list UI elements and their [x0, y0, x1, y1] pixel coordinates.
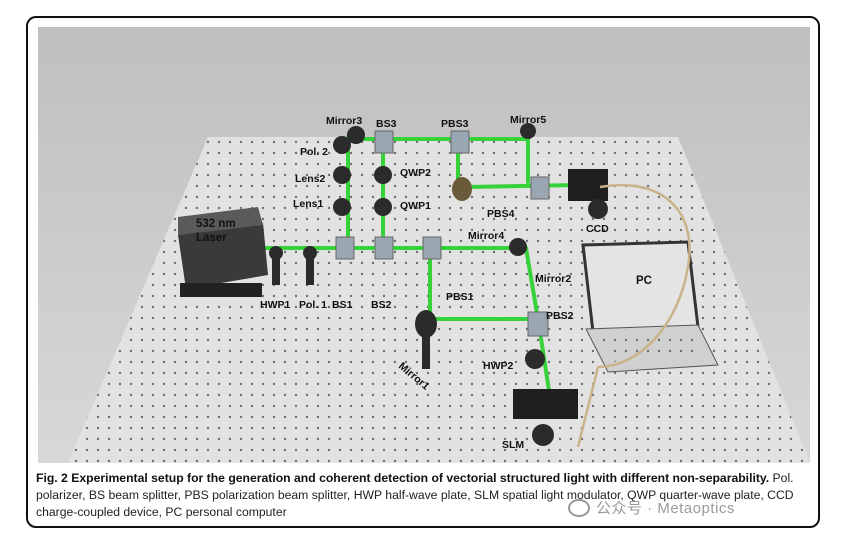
cable — [576, 183, 691, 448]
pc — [581, 240, 719, 373]
label-pol1: Pol. 1 — [299, 299, 327, 311]
label-qwp1: QWP1 — [400, 200, 431, 212]
label-pc: PC — [636, 275, 652, 287]
figure-caption: Fig. 2 Experimental setup for the genera… — [36, 470, 814, 521]
label-hwp2: HWP2 — [483, 360, 513, 372]
label-bs2: BS2 — [371, 299, 392, 311]
label-pol2: Pol. 2 — [300, 146, 328, 158]
label-lens2: Lens2 — [295, 173, 326, 185]
caption-body: Pol. polarizer, BS beam splitter, PBS po… — [36, 471, 794, 519]
wechat-icon — [568, 498, 590, 517]
label-bs1: BS1 — [332, 299, 353, 311]
label-slm: SLM — [502, 439, 524, 451]
label-pbs3: PBS3 — [441, 118, 469, 130]
label-mirror3: Mirror3 — [326, 115, 362, 127]
label-mirror4: Mirror4 — [468, 230, 504, 242]
watermark: 公众号 · Metaoptics — [568, 497, 735, 518]
laser-source — [178, 207, 268, 297]
label-pbs4: PBS4 — [487, 208, 515, 220]
label-bs3: BS3 — [376, 118, 397, 130]
label-lens1: Lens1 — [293, 198, 324, 210]
label-mirror5: Mirror5 — [510, 114, 546, 126]
watermark-text: 公众号 · Metaoptics — [596, 500, 735, 517]
caption-title: Fig. 2 Experimental setup for the genera… — [36, 471, 770, 485]
label-ccd: CCD — [586, 223, 609, 235]
beam-splitters — [335, 130, 550, 337]
label-mirror2: Mirror2 — [535, 273, 571, 285]
label-pbs1: PBS1 — [446, 291, 474, 303]
label-pbs2: PBS2 — [546, 310, 574, 322]
label-hwp1: HWP1 — [260, 299, 290, 311]
label-qwp2: QWP2 — [400, 167, 431, 179]
optics-mounts — [269, 123, 608, 446]
